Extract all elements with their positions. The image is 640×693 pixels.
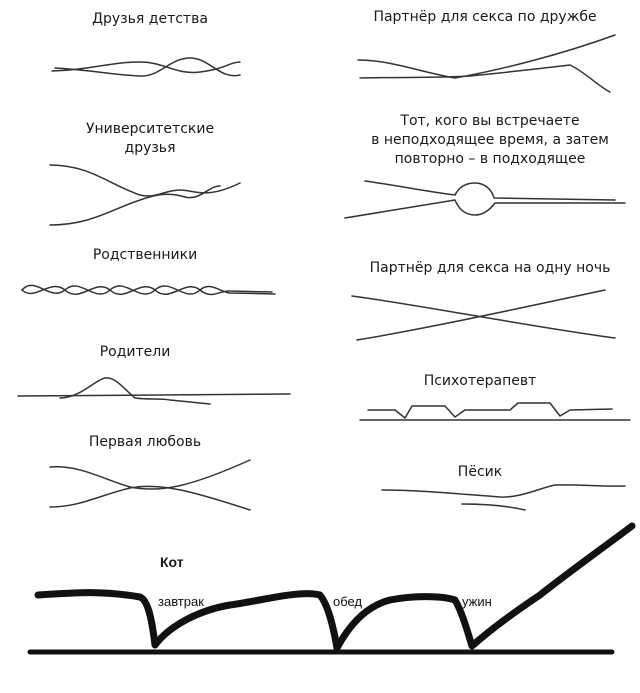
label-lunch: обед <box>333 594 363 609</box>
cat-lines <box>27 522 636 655</box>
dog-lines <box>381 484 626 511</box>
label-therapist: Психотерапевт <box>423 373 537 389</box>
label-wrong-time-line-3: повторно – в подходящее <box>394 151 586 167</box>
label-friends-with-benefits: Партнёр для секса по дружбе <box>373 9 597 25</box>
label-dog: Пёсик <box>457 464 503 480</box>
childhood-friends-lines <box>51 57 241 77</box>
fwb-lines <box>357 34 616 93</box>
label-wrong-time-line-1: Тот, кого вы встречаете <box>400 113 580 129</box>
wrong-time-lines <box>344 180 626 219</box>
label-university-line-2: друзья <box>124 140 176 156</box>
label-university-line-1: Университетские <box>85 121 215 137</box>
label-dinner: ужин <box>462 594 492 609</box>
label-relatives: Родственники <box>92 247 198 263</box>
relatives-lines <box>21 284 276 296</box>
parents-lines <box>17 377 291 405</box>
first-love-lines <box>49 459 251 511</box>
university-friends-lines <box>49 164 241 226</box>
label-breakfast: завтрак <box>158 594 204 609</box>
label-cat: Кот <box>160 554 184 570</box>
label-university-friends: Университетские друзья <box>60 120 240 158</box>
one-night-lines <box>351 289 616 341</box>
label-parents: Родители <box>99 344 171 360</box>
label-childhood-friends: Друзья детства <box>92 11 208 27</box>
label-first-love: Первая любовь <box>88 434 202 450</box>
label-one-night-stand: Партнёр для секса на одну ночь <box>369 260 611 276</box>
label-wrong-time: Тот, кого вы встречаете в неподходящее в… <box>340 112 640 169</box>
label-wrong-time-line-2: в неподходящее время, а затем <box>371 132 609 148</box>
therapist-lines <box>359 402 631 421</box>
